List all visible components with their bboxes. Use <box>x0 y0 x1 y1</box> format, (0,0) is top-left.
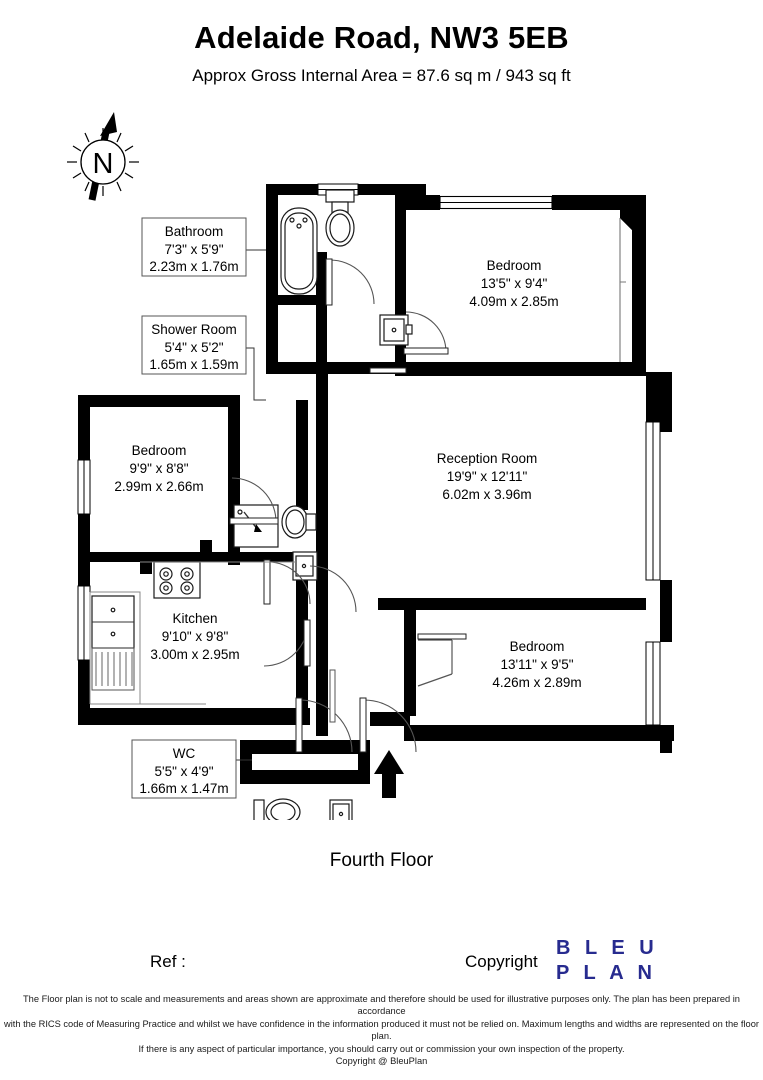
room-label-bathroom: Bathroom 7'3" x 5'9" 2.23m x 1.76m <box>141 217 247 277</box>
hob-icon <box>153 561 201 599</box>
bedroom1-metric: 4.09m x 2.85m <box>469 294 558 309</box>
bathroom-name: Bathroom <box>165 224 224 239</box>
hall-door-3 <box>359 697 417 753</box>
bedroom1-imperial: 13'5" x 9'4" <box>481 276 548 291</box>
wash-basin-icon <box>379 314 413 346</box>
entrance-arrow-icon <box>374 750 404 798</box>
bathroom-metric: 2.23m x 1.76m <box>149 259 238 274</box>
bedroom2-imperial: 9'9" x 8'8" <box>129 461 188 476</box>
kitchen-door <box>263 619 311 667</box>
bedroom3-metric: 4.26m x 2.89m <box>492 675 581 690</box>
room-label-reception-room: Reception Room 19'9" x 12'11" 6.02m x 3.… <box>437 451 538 502</box>
toilet-icon <box>325 189 355 247</box>
wc-name: WC <box>173 746 196 761</box>
kitchen-sink-icon <box>91 595 135 691</box>
kitchen-imperial: 9'10" x 9'8" <box>162 629 229 644</box>
room-label-shower-room: Shower Room 5'4" x 5'2" 1.65m x 1.59m <box>141 315 247 375</box>
shower-room-door <box>263 559 311 605</box>
bedroom3-imperial: 13'11" x 9'5" <box>500 657 573 672</box>
disclaimer-line-1: The Floor plan is not to scale and measu… <box>23 994 740 1017</box>
reception-name: Reception Room <box>437 451 538 466</box>
floor-caption: Fourth Floor <box>329 850 434 871</box>
shower-toilet-icon <box>281 505 317 539</box>
page-title: Adelaide Road, NW3 5EB <box>194 20 569 55</box>
bathroom-door <box>325 258 375 306</box>
shower-tray-icon <box>233 504 279 548</box>
bedroom3-door <box>417 633 467 687</box>
wc-metric: 1.66m x 1.47m <box>139 781 228 796</box>
disclaimer-text: The Floor plan is not to scale and measu… <box>0 993 763 1067</box>
bedroom1-door <box>403 311 449 355</box>
bedroom2-door <box>229 477 279 525</box>
reception-metric: 6.02m x 3.96m <box>442 487 531 502</box>
logo-line-2: P L A N <box>556 962 657 984</box>
shower-room-imperial: 5'4" x 5'2" <box>164 340 223 355</box>
shower-room-metric: 1.65m x 1.59m <box>149 357 238 372</box>
room-label-kitchen: Kitchen 9'10" x 9'8" 3.00m x 2.95m <box>150 611 239 662</box>
bedroom2-name: Bedroom <box>132 443 187 458</box>
compass-label: N <box>93 148 114 180</box>
fixtures <box>89 189 626 820</box>
disclaimer-line-2: with the RICS code of Measuring Practice… <box>3 1018 759 1042</box>
disclaimer-line-4: Copyright @ BleuPlan <box>335 1056 428 1067</box>
room-label-wc: WC 5'5" x 4'9" 1.66m x 1.47m <box>131 739 237 799</box>
reception-imperial: 19'9" x 12'11" <box>447 469 528 484</box>
bathroom-imperial: 7'3" x 5'9" <box>164 242 223 257</box>
floor-plan-drawing: N <box>67 112 674 820</box>
wc-imperial: 5'5" x 4'9" <box>154 764 213 779</box>
wc-toilet-icon <box>253 798 301 820</box>
logo-line-1: B L E U <box>556 937 659 959</box>
room-label-bedroom-2: Bedroom 9'9" x 8'8" 2.99m x 2.66m <box>114 443 203 494</box>
north-compass: N <box>67 112 139 201</box>
shower-basin-icon <box>292 551 318 581</box>
bleuplan-logo: B L E U P L A N <box>556 936 658 986</box>
kitchen-name: Kitchen <box>172 611 217 626</box>
hall-door-2 <box>295 697 353 753</box>
bedroom1-name: Bedroom <box>487 258 542 273</box>
bedroom3-name: Bedroom <box>510 639 565 654</box>
ref-label: Ref : <box>150 952 186 971</box>
copyright-label: Copyright <box>465 952 538 971</box>
bedroom2-metric: 2.99m x 2.66m <box>114 479 203 494</box>
disclaimer-line-3: If there is any aspect of particular imp… <box>138 1043 625 1054</box>
shower-room-name: Shower Room <box>151 322 237 337</box>
room-label-bedroom-3: Bedroom 13'11" x 9'5" 4.26m x 2.89m <box>492 639 581 690</box>
kitchen-metric: 3.00m x 2.95m <box>150 647 239 662</box>
page-subtitle: Approx Gross Internal Area = 87.6 sq m /… <box>192 66 571 85</box>
room-label-bedroom-1: Bedroom 13'5" x 9'4" 4.09m x 2.85m <box>469 258 558 309</box>
windows <box>77 183 661 726</box>
bath-tub-icon <box>280 207 318 295</box>
corridor-door-1 <box>309 565 357 613</box>
wc-basin-icon <box>329 799 353 820</box>
